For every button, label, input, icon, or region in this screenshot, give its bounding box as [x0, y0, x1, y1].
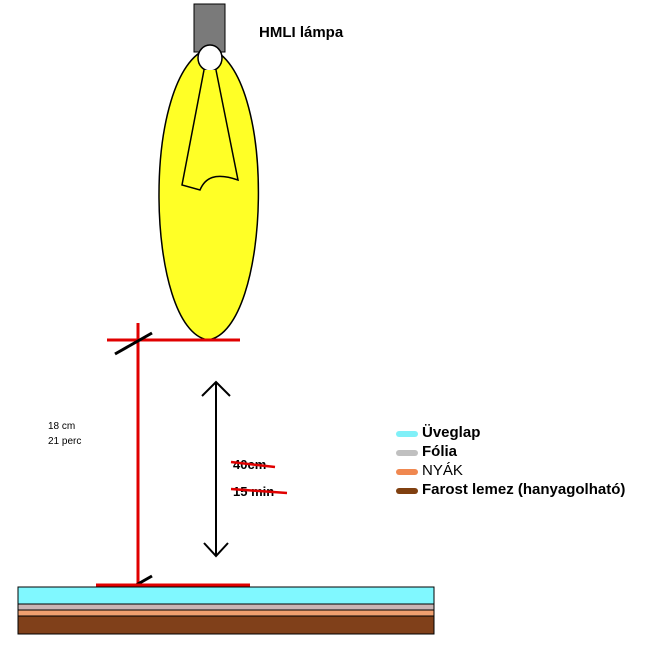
distance-arrow-bottom-head: [203, 542, 229, 558]
legend-swatch-board: [396, 488, 418, 494]
lamp-inner-shape: [181, 69, 239, 191]
strike-line-time: [230, 487, 288, 495]
layer-board: [17, 615, 435, 635]
legend-label-pcb: NYÁK: [422, 462, 463, 479]
legend-swatch-pcb: [396, 469, 418, 475]
legend-label-glass: Üveglap: [422, 424, 481, 441]
lamp-title: HMLI lámpa: [259, 24, 344, 41]
strike-line-distance: [230, 460, 276, 469]
legend-swatch-glass: [396, 431, 418, 437]
distance-arrow-top-head: [201, 380, 231, 397]
upper-tick-mark: [114, 331, 153, 356]
legend-label-foil: Fólia: [422, 443, 458, 460]
legend-label-board: Farost lemez (hanyagolható): [422, 481, 626, 498]
distance-note: 18 cm: [48, 421, 76, 432]
legend-swatch-foil: [396, 450, 418, 456]
lamp-socket: [193, 3, 226, 53]
time-note: 21 perc: [48, 436, 82, 447]
